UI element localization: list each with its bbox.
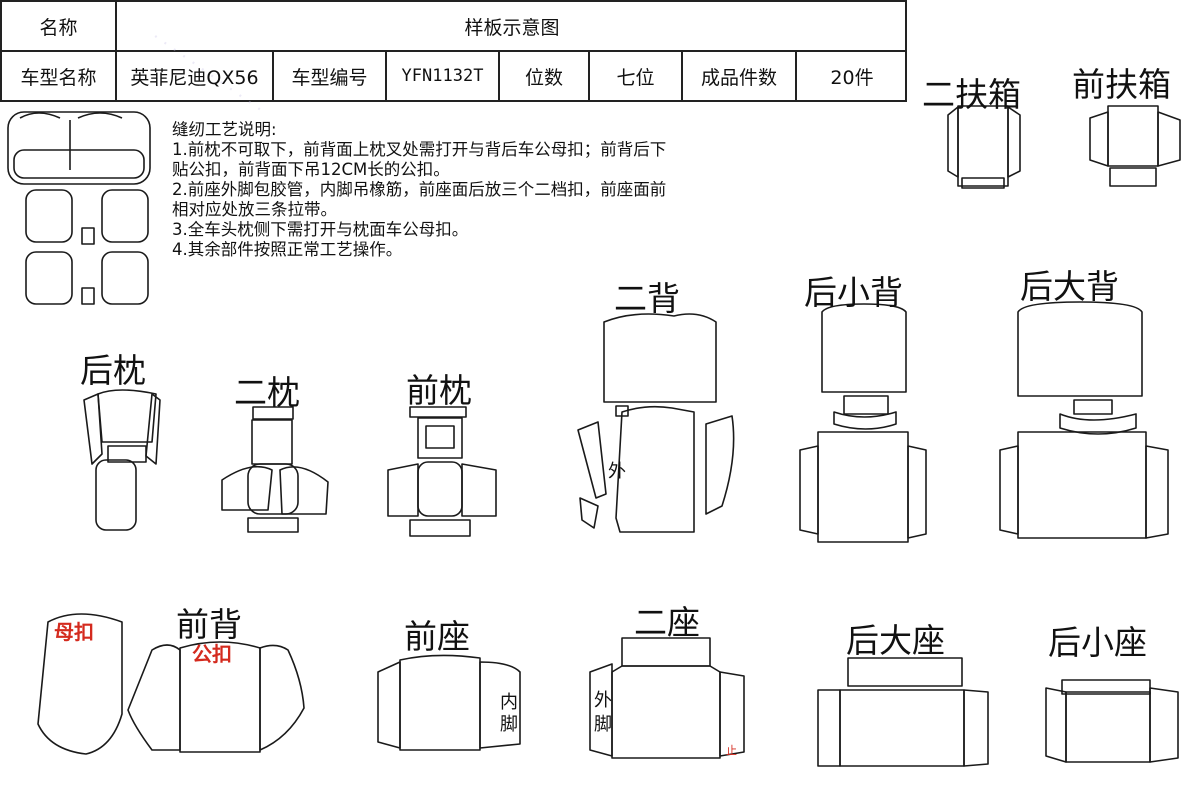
piece-er-zhen bbox=[221, 406, 329, 533]
mark-wai-jiao-1: 外 bbox=[594, 690, 612, 711]
mark-mu-kou: 母扣 bbox=[54, 620, 94, 644]
piece-qian-bei bbox=[127, 641, 305, 753]
seats-value: 七位 bbox=[590, 52, 683, 100]
mark-nei-jiao-1: 内 bbox=[500, 692, 518, 713]
piece-hou-zhen bbox=[83, 389, 161, 531]
mark-zhi: 止 bbox=[726, 744, 737, 757]
notes-line: 相对应处放三条拉带。 bbox=[172, 200, 337, 219]
svg-text:· · · · · · · · · · · ·: · · · · · · · · · · · · bbox=[147, 27, 267, 120]
name-label: 名称 bbox=[2, 2, 117, 52]
notes-line: 2.前座外脚包胶管，内脚吊橡筋，前座面后放三个二档扣，前座面前 bbox=[172, 180, 667, 199]
name-value: 样板示意图 bbox=[117, 2, 907, 52]
label-hou-dazuo: 后大座 bbox=[846, 621, 945, 660]
model-label: 车型名称 bbox=[2, 52, 117, 100]
piece-er-zuo bbox=[589, 637, 745, 759]
notes-line: 贴公扣，前背面下吊12CM长的公扣。 bbox=[172, 160, 450, 179]
notes-line: 4.其余部件按照正常工艺操作。 bbox=[172, 240, 403, 259]
seat-overview-thumbnail bbox=[7, 111, 151, 305]
pieces-label: 成品件数 bbox=[683, 52, 797, 100]
header-table: 名称 样板示意图 车型名称 英菲尼迪QX56 车型编号 YFN1132T 位数 … bbox=[0, 0, 907, 102]
piece-mu-kou-back bbox=[37, 613, 123, 755]
piece-hou-xiaobei bbox=[799, 303, 927, 543]
mark-wai-jiao-2: 脚 bbox=[594, 714, 612, 735]
model-value: 英菲尼迪QX56 bbox=[117, 52, 274, 100]
code-value: YFN1132T bbox=[387, 52, 500, 100]
piece-hou-xiaozuo bbox=[1045, 679, 1179, 763]
label-er-bei: 二背 bbox=[614, 279, 680, 318]
piece-qian-fuxiang bbox=[1089, 105, 1181, 187]
label-er-zuo: 二座 bbox=[634, 603, 700, 642]
label-er-fuxiang: 二扶箱 bbox=[922, 75, 1021, 114]
label-hou-xiaozuo: 后小座 bbox=[1048, 623, 1147, 662]
label-qian-zhen: 前枕 bbox=[406, 371, 472, 410]
label-hou-xiaobei: 后小背 bbox=[804, 273, 903, 312]
piece-er-fuxiang bbox=[947, 105, 1021, 189]
watermark-layer: · · · · · · · · · · · · bbox=[147, 27, 267, 120]
piece-hou-dabei bbox=[999, 301, 1169, 539]
mark-wai: 外 bbox=[608, 461, 626, 482]
piece-er-bei bbox=[577, 313, 735, 533]
piece-qian-zuo bbox=[377, 654, 521, 751]
seats-label: 位数 bbox=[500, 52, 590, 100]
mark-gong-kou: 公扣 bbox=[192, 642, 232, 666]
label-hou-zhen: 后枕 bbox=[80, 351, 146, 390]
code-label: 车型编号 bbox=[274, 52, 387, 100]
piece-hou-dazuo bbox=[817, 657, 989, 767]
mark-nei-jiao-2: 脚 bbox=[500, 714, 518, 735]
notes-line: 3.全车头枕侧下需打开与枕面车公母扣。 bbox=[172, 220, 469, 239]
pieces-value: 20件 bbox=[830, 66, 874, 89]
label-qian-bei: 前背 bbox=[176, 605, 242, 644]
label-er-zhen: 二枕 bbox=[234, 373, 300, 412]
label-qian-zuo: 前座 bbox=[404, 617, 470, 656]
notes-line: 1.前枕不可取下，前背面上枕叉处需打开与背后车公母扣；前背后下 bbox=[172, 140, 667, 159]
sewing-notes: 缝纫工艺说明: 1.前枕不可取下，前背面上枕叉处需打开与背后车公母扣；前背后下 … bbox=[172, 120, 912, 260]
piece-qian-zhen bbox=[387, 406, 497, 537]
label-qian-fuxiang: 前扶箱 bbox=[1072, 65, 1171, 104]
label-hou-dabei: 后大背 bbox=[1020, 267, 1119, 306]
notes-title: 缝纫工艺说明: bbox=[172, 120, 277, 139]
